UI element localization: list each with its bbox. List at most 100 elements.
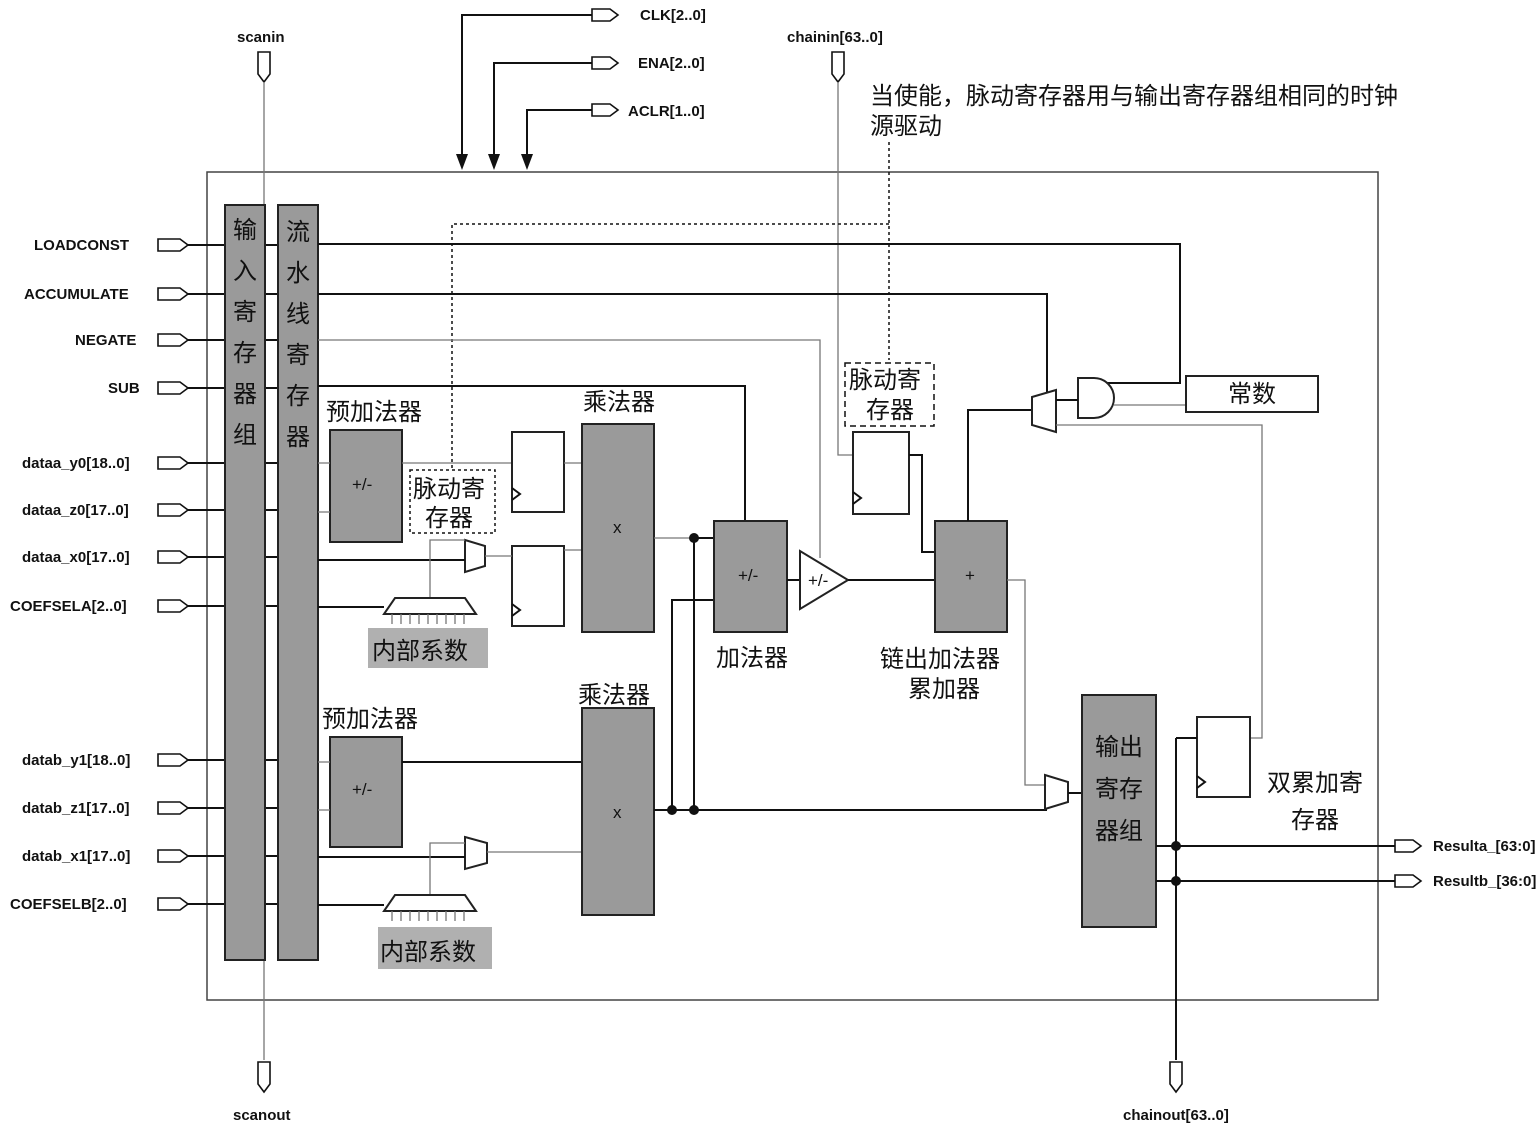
pre-adder-bottom-inputs — [318, 761, 330, 811]
input-label: datab_z1[17..0] — [22, 800, 130, 817]
input-register-group — [224, 204, 266, 961]
bus-x672 — [671, 599, 714, 810]
chainin-pin — [831, 51, 845, 84]
register-char: 输 — [233, 216, 257, 244]
scanout-pin — [257, 1061, 271, 1094]
scanout-label: scanout — [233, 1107, 291, 1124]
chainout-label: chainout[63..0] — [1123, 1107, 1229, 1124]
chainout-adder-line1: 链出加法器 — [880, 645, 1000, 673]
input-pin — [157, 599, 190, 613]
adder-op: +/- — [738, 566, 758, 585]
coef-rom-bottom — [382, 894, 478, 912]
clock-marker — [511, 487, 522, 501]
systolic-right-line1: 脉动寄 — [849, 366, 921, 394]
accumulate-mux — [1031, 388, 1057, 434]
ena-input: ENA[2..0] — [488, 55, 705, 170]
input-label: datab_y1[18..0] — [22, 752, 130, 769]
sub-wire — [318, 385, 746, 520]
negate-wire — [318, 339, 821, 558]
multiplier-bottom-label: 乘法器 — [578, 681, 650, 709]
pipeline-register — [277, 204, 319, 961]
register-char: 寄 — [286, 341, 310, 369]
input-label: dataa_x0[17..0] — [22, 549, 130, 566]
double-acc-register — [1196, 716, 1251, 798]
systolic-register-right-box — [852, 431, 910, 515]
input-pin — [157, 550, 190, 564]
resulta-label: Resulta_[63:0] — [1433, 838, 1536, 855]
input-pin — [157, 287, 190, 301]
input-pin — [157, 381, 190, 395]
systolic-register-right — [844, 362, 935, 427]
register-char: 存 — [286, 382, 310, 410]
register-char: 寄 — [233, 298, 257, 326]
coef-rom-top-pins — [391, 614, 465, 624]
input-pin — [157, 456, 190, 470]
ena-label: ENA[2..0] — [638, 55, 705, 72]
input-label: COEFSELB[2..0] — [10, 896, 127, 913]
pre-adder-top-label: 预加法器 — [326, 398, 422, 426]
negate-unit — [799, 549, 850, 611]
mux-top-coef — [464, 538, 486, 574]
register-char: 线 — [286, 300, 310, 328]
register-char: 流 — [286, 218, 310, 246]
feedback-wire — [967, 409, 1032, 521]
multiplier-top-label: 乘法器 — [583, 388, 655, 416]
negate-unit-op: +/- — [808, 571, 828, 590]
register-char: 器 — [286, 423, 310, 451]
multiplier-top-op: x — [613, 518, 622, 537]
resulta-pin — [1394, 839, 1423, 853]
junction-dot — [689, 533, 699, 543]
systolic-to-chain-adder — [909, 454, 935, 553]
chainout-adder-line2: 累加器 — [908, 675, 980, 703]
clock-marker — [511, 603, 522, 617]
coef-to-mux-top — [429, 539, 465, 600]
pre-adder-top-inputs — [318, 462, 330, 513]
annotation-line-1: 当使能，脉动寄存器用与输出寄存器组相同的时钟 — [870, 82, 1398, 110]
input-label: LOADCONST — [34, 237, 129, 254]
input-pin — [157, 753, 190, 767]
loadconst-wire — [318, 243, 1181, 384]
systolic-enable-dashed — [451, 223, 889, 470]
systolic-right-line2: 存器 — [866, 396, 914, 424]
clock-marker — [852, 491, 863, 505]
pre-adder-bottom-label: 预加法器 — [322, 705, 418, 733]
junction-dot — [689, 805, 699, 815]
register-char: 组 — [233, 421, 257, 449]
adder-label: 加法器 — [716, 644, 788, 672]
constant-box — [1185, 375, 1319, 413]
internal-coef-bottom-label: 内部系数 — [380, 938, 476, 966]
register-a-top — [511, 431, 565, 513]
input-label: ACCUMULATE — [24, 286, 129, 303]
scanin-pin — [257, 51, 271, 84]
chainout-pin — [1169, 1061, 1183, 1094]
coef-to-mux-bottom — [429, 842, 465, 897]
aclr-input: ACLR[1..0] — [521, 103, 705, 170]
clock-marker — [1196, 775, 1207, 789]
coef-rom-bottom-pins — [391, 911, 465, 921]
output-register-line1: 输出 — [1095, 733, 1143, 761]
systolic-inner-line1: 脉动寄 — [413, 475, 485, 503]
internal-coef-top-label: 内部系数 — [372, 637, 468, 665]
internal-coef-top — [368, 628, 488, 668]
multiplier-bottom — [581, 707, 655, 916]
input-pin — [157, 897, 190, 911]
output-register-line3: 器组 — [1095, 817, 1143, 845]
input-label: dataa_y0[18..0] — [22, 455, 130, 472]
junction-dot — [667, 805, 677, 815]
register-char: 入 — [233, 257, 257, 285]
junction-dot — [1171, 841, 1181, 851]
resultb-pin — [1394, 874, 1423, 888]
register-a-bottom — [511, 545, 565, 627]
adder — [713, 520, 788, 633]
clk-input: CLK[2..0] — [456, 7, 706, 170]
chainout-adder — [934, 520, 1008, 633]
input-label: COEFSELA[2..0] — [10, 598, 127, 615]
coef-rom-top — [382, 597, 478, 615]
multiplier-bottom-op: x — [613, 803, 622, 822]
chain-adder-to-outmux — [1007, 579, 1045, 786]
output-register-line2: 寄存 — [1095, 775, 1143, 803]
input-label: NEGATE — [75, 332, 136, 349]
pre-adder-bottom-op: +/- — [352, 780, 372, 799]
